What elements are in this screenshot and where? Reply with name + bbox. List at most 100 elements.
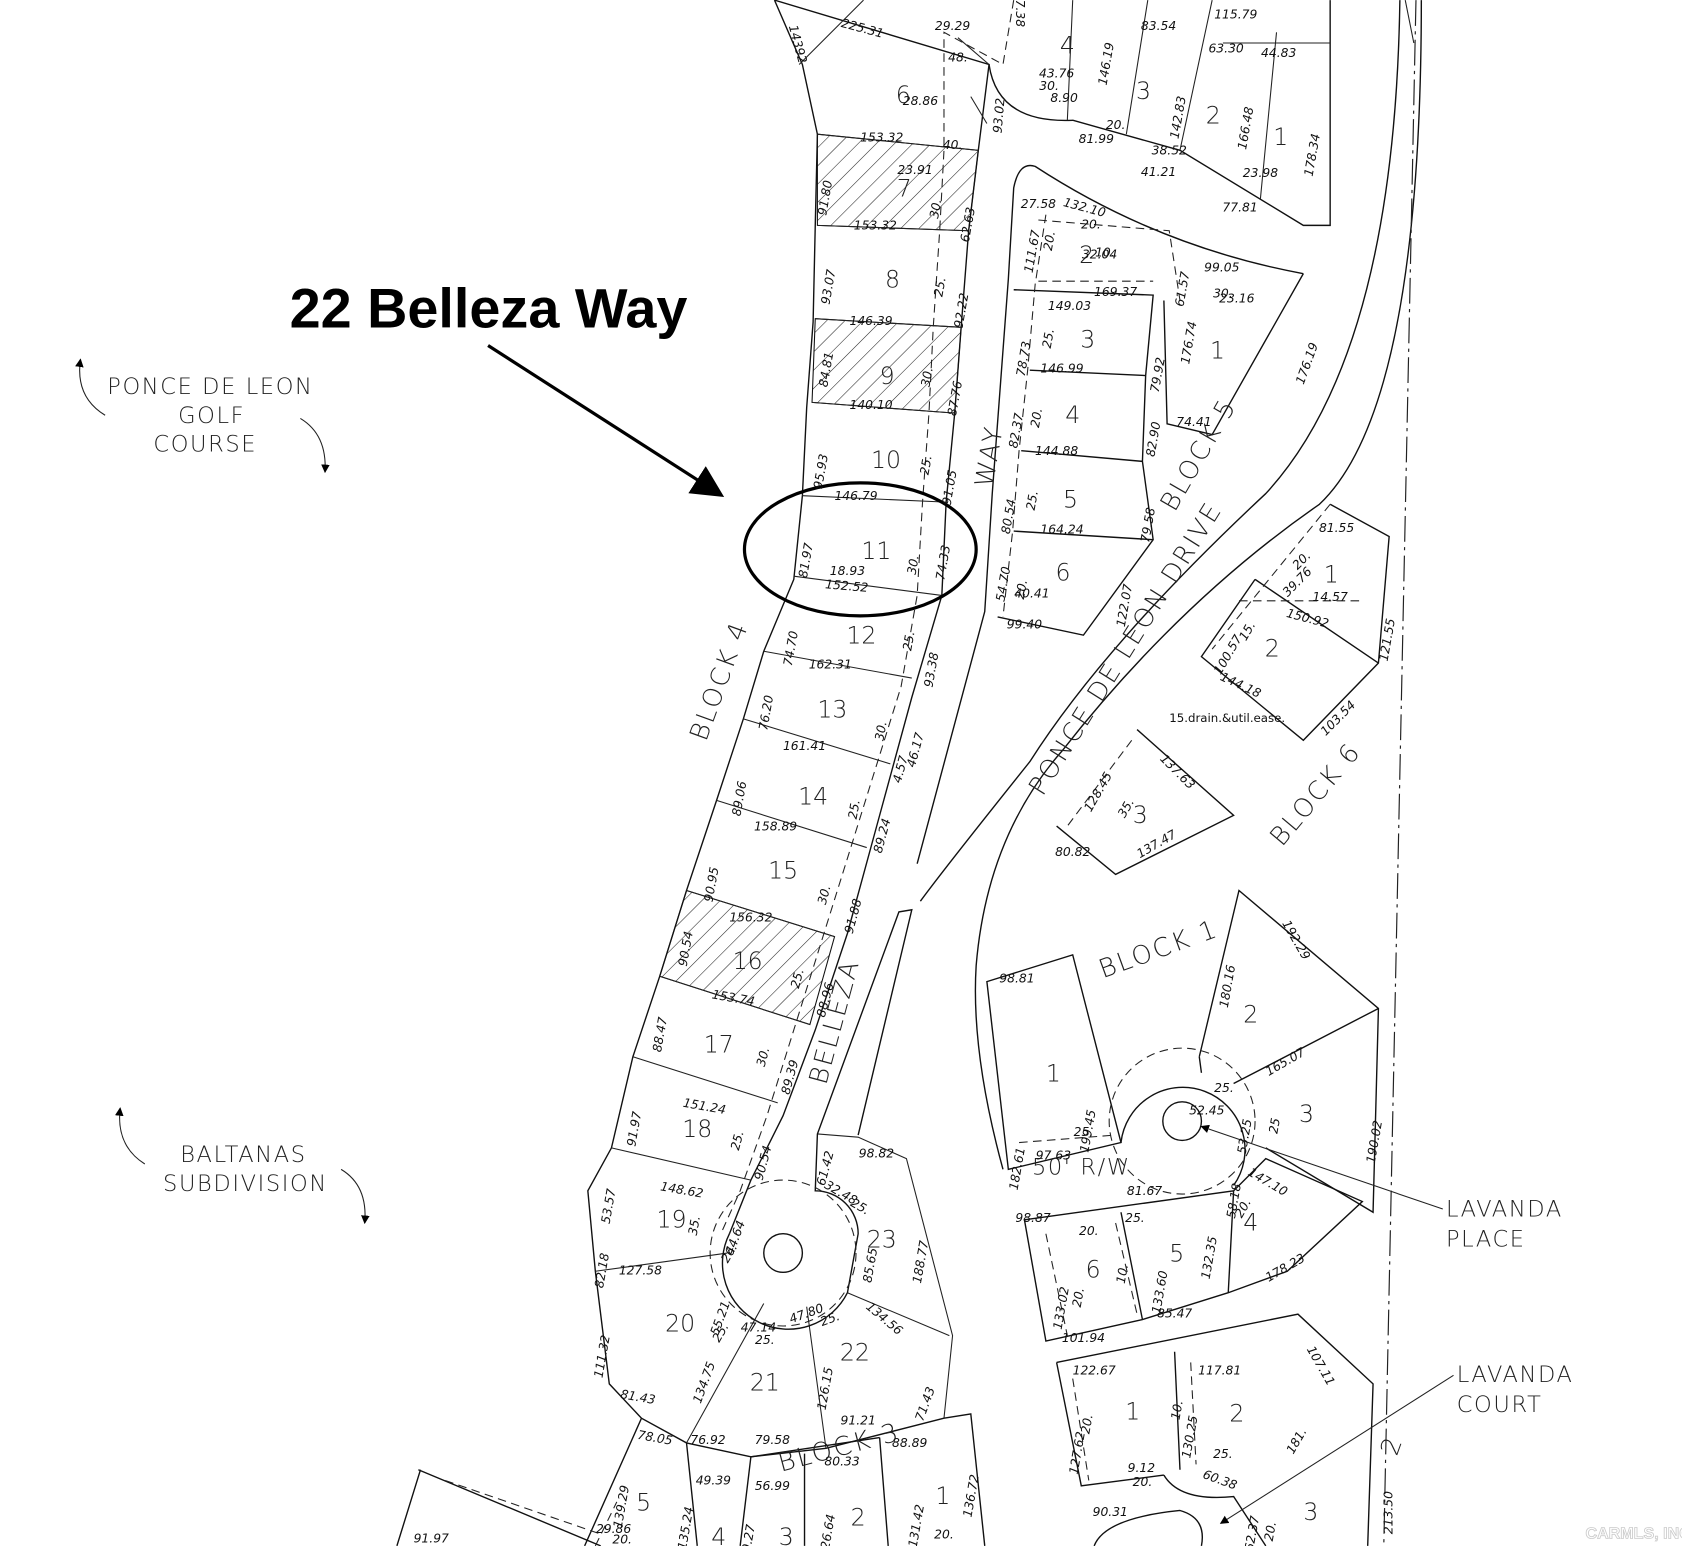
dimension-label: 181. <box>1284 1426 1310 1457</box>
dimension-label: 162.31 <box>809 657 852 671</box>
lot-number: 15 <box>768 857 798 885</box>
street-way: WAY <box>970 423 1010 489</box>
dimension-label: 74.33 <box>933 544 953 581</box>
dimension-label: 25. <box>755 1333 775 1347</box>
dimension-label: 20. <box>1070 1287 1087 1309</box>
lot-number: 6 <box>896 81 911 109</box>
dimension-label: 81.43 <box>619 1387 656 1407</box>
lot-number: 14 <box>798 783 828 811</box>
dimension-label: 62.63 <box>958 206 978 243</box>
lavanda-place-label: LAVANDA <box>1446 1197 1563 1223</box>
dimension-label: 192.29 <box>1279 918 1313 962</box>
dimension-label: 49.39 <box>696 1474 731 1488</box>
dimension-label: 40.41 <box>1014 587 1049 601</box>
dimension-label: 20. <box>1078 1413 1095 1435</box>
block-1-lines <box>986 889 1454 1546</box>
dimension-label: 4.57 <box>890 754 911 784</box>
dimension-label: 111.67 <box>1022 229 1043 274</box>
dimension-label: 56.99 <box>755 1479 790 1493</box>
dimension-label: 32.04 <box>1082 248 1117 262</box>
lot-number: 22 <box>840 1338 870 1366</box>
dimension-label: 95.93 <box>811 453 831 490</box>
dimension-label: 29.86 <box>596 1522 631 1536</box>
property-address-title: 22 Belleza Way <box>290 277 688 339</box>
dimension-label: 23.91 <box>897 163 932 177</box>
dimension-label: 19.27 <box>738 1523 758 1546</box>
lot-number: 3 <box>779 1523 794 1546</box>
dimension-label: 101.94 <box>1062 1331 1105 1345</box>
right-of-way-label: 50' R/W <box>1032 1155 1131 1181</box>
dimension-label: 43.76 <box>1039 66 1074 80</box>
dimension-label: 133.02 <box>1051 1286 1072 1331</box>
dimension-label: 166.48 <box>1235 106 1256 151</box>
lot-number: 2 <box>1229 1399 1244 1427</box>
dimension-label: 14392 <box>786 23 810 65</box>
dimension-label: 77.81 <box>1222 200 1257 214</box>
dimension-label: 79.92 <box>1148 356 1168 393</box>
dimension-label: 10. <box>1095 245 1115 259</box>
lot-number: 2 <box>1243 1000 1258 1028</box>
dimension-label: 88.89 <box>892 1436 927 1450</box>
dimension-label: 20. <box>1013 579 1030 601</box>
dimension-label: 93.07 <box>819 268 839 305</box>
dimension-label: 80.54 <box>999 498 1019 535</box>
dimension-label: 99.05 <box>1204 261 1239 275</box>
dimension-label: 126.15 <box>815 1366 836 1411</box>
dimension-label: 117.81 <box>1198 1363 1241 1377</box>
dimension-label: 128.45 <box>1081 770 1115 814</box>
dimension-label: 52.45 <box>1189 1104 1224 1118</box>
dimension-label: 99.40 <box>1007 618 1042 632</box>
dimension-label: 30. <box>815 884 834 907</box>
dimension-label: 81.97 <box>796 542 816 579</box>
dimension-label: 8.90 <box>1050 91 1078 105</box>
dimension-label: 98.81 <box>999 972 1034 986</box>
lot-number: 1 <box>1046 1059 1061 1087</box>
dimension-label: 197.38 <box>1013 0 1027 27</box>
baltanas-label: SUBDIVISION <box>163 1171 328 1197</box>
lot-number: 4 <box>711 1523 726 1546</box>
dimension-label: 25. <box>1214 1081 1234 1095</box>
lot-number: 4 <box>1060 32 1075 60</box>
dimension-label: 148.62 <box>659 1179 704 1200</box>
lot-number: 1 <box>935 1482 950 1510</box>
dimension-label: 98.82 <box>859 1147 894 1161</box>
block-1-label: BLOCK 1 <box>1095 914 1223 985</box>
cul-de-sac-belleza <box>763 1233 804 1274</box>
dimension-label: 76.20 <box>756 694 776 731</box>
dimension-label: 83.54 <box>1141 19 1176 33</box>
dimension-label: 58.18 <box>1224 1182 1244 1219</box>
lot-number: 17 <box>704 1030 734 1058</box>
dimension-label: 161.41 <box>783 739 826 753</box>
dimension-label: 127.58 <box>619 1263 662 1277</box>
dimension-label: 81.67 <box>1127 1184 1162 1198</box>
dimension-label: 25. <box>1040 328 1057 350</box>
dimension-label: 30. <box>927 198 944 220</box>
lot-number: 21 <box>750 1368 780 1396</box>
dimension-label: 23.98 <box>1243 166 1278 180</box>
dimension-label: 144.18 <box>1218 670 1263 701</box>
dimension-label: 27.58 <box>1021 197 1056 211</box>
dimension-label: 107.11 <box>1304 1344 1338 1388</box>
lot-number: 16 <box>733 947 763 975</box>
dimension-label: 25. <box>900 630 917 652</box>
lot-number: 5 <box>1169 1240 1184 1268</box>
dimension-label: 61.57 <box>1173 270 1193 307</box>
lot-number: 5 <box>1063 486 1078 514</box>
dimension-label: 35. <box>686 1215 703 1237</box>
dimension-label: 225.31 <box>840 16 885 41</box>
dimension-label: 122.67 <box>1073 1363 1116 1377</box>
dimension-label: 20. <box>1028 407 1045 429</box>
dimension-label: 30. <box>1039 79 1059 93</box>
dimension-label: 47.14 <box>741 1320 776 1334</box>
dimension-label: 137.63 <box>1157 752 1198 793</box>
lot-number: 3 <box>1136 77 1151 105</box>
dimension-label: 25. <box>846 798 863 820</box>
dimension-label: 152.52 <box>825 577 869 595</box>
lot-number: 2 <box>1265 635 1280 663</box>
dimension-label: 29.29 <box>935 19 970 33</box>
dimension-label: 151.24 <box>682 1096 727 1117</box>
dimension-label: 153.32 <box>854 219 897 233</box>
dimension-label: 146.39 <box>849 314 892 328</box>
dimension-label: 25 <box>1266 1117 1283 1135</box>
